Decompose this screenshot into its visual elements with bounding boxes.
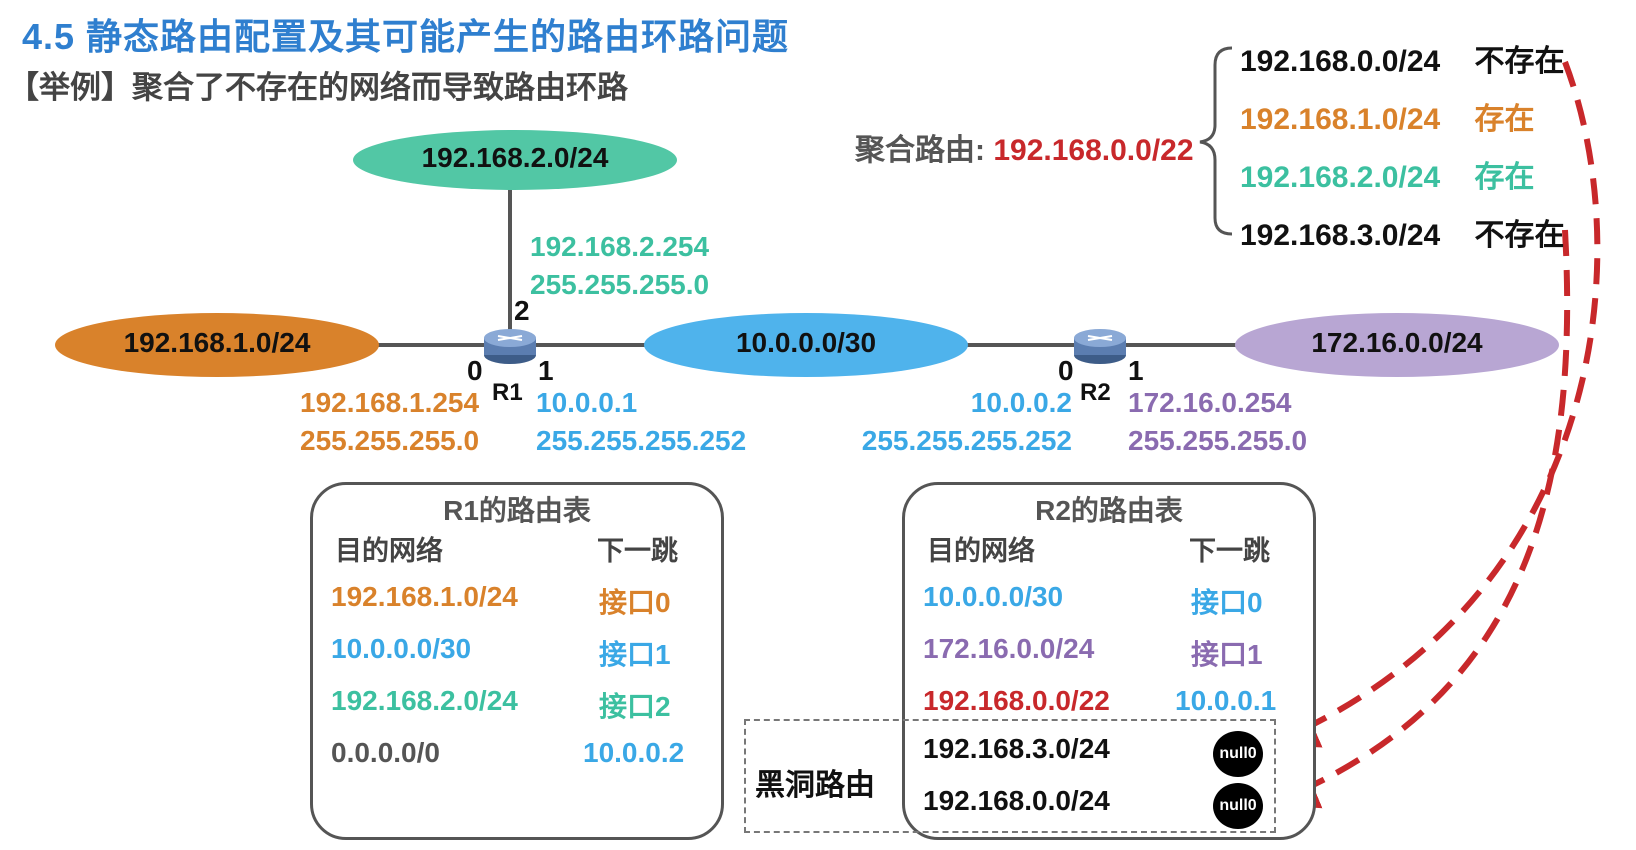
- r2-col-dest: 目的网络: [927, 536, 1035, 566]
- r1-if0-ip: 192.168.1.254: [300, 387, 480, 418]
- aggregate-item-net: 192.168.3.0/24: [1240, 219, 1441, 252]
- network-middle-label: 10.0.0.0/30: [735, 327, 877, 358]
- aggregate-brace: [1199, 46, 1233, 236]
- r1-row-3-dest: 0.0.0.0/0: [331, 737, 440, 768]
- router-r2-icon: [1074, 329, 1126, 364]
- r1-row-0-next: 接口0: [599, 587, 671, 618]
- aggregate-item-net: 192.168.2.0/24: [1240, 161, 1441, 194]
- aggregate-item-status: 存在: [1474, 103, 1535, 136]
- r2-row-1-dest: 172.16.0.0/24: [923, 633, 1095, 664]
- r2-row-1-next: 接口1: [1191, 639, 1263, 670]
- page-subtitle: 【举例】聚合了不存在的网络而导致路由环路: [8, 70, 628, 105]
- aggregate-item-0: 192.168.0.0/24 不存在: [1240, 36, 1565, 80]
- r1-if2-ip: 192.168.2.254: [530, 231, 710, 262]
- network-left-label: 192.168.1.0/24: [123, 327, 311, 358]
- r2-row-2-dest: 192.168.0.0/22: [923, 685, 1110, 716]
- r2-col-next: 下一跳: [1189, 536, 1270, 566]
- aggregate-item-status: 不存在: [1474, 45, 1565, 78]
- r2-row-3-dest: 192.168.3.0/24: [923, 733, 1110, 764]
- r2-row-4-dest: 192.168.0.0/24: [923, 785, 1110, 816]
- r1-row-3-next: 10.0.0.2: [583, 737, 685, 768]
- network-middle-ellipse: [644, 313, 968, 377]
- r1-interface-0-label: 0: [467, 355, 483, 386]
- r2-row-2-next: 10.0.0.1: [1175, 685, 1277, 716]
- aggregate-item-net: 192.168.0.0/24: [1240, 45, 1441, 78]
- r2-row-3-next: null0: [1213, 731, 1263, 777]
- r1-if1-ip: 10.0.0.1: [536, 387, 638, 418]
- r2-if0-mask: 255.255.255.252: [861, 425, 1072, 456]
- r1-table-title: R1的路由表: [443, 495, 591, 526]
- arrow-to-blackhole-3: [1268, 229, 1571, 809]
- r1-name: R1: [492, 379, 523, 406]
- r1-if0-mask: 255.255.255.0: [300, 425, 480, 456]
- r1-if1-mask: 255.255.255.252: [536, 425, 747, 456]
- r1-row-1-next: 接口1: [599, 639, 671, 670]
- network-right-ellipse: [1235, 313, 1559, 377]
- r2-routing-table: R2的路由表 目的网络 下一跳 10.0.0.0/30 接口0 172.16.0…: [902, 482, 1316, 840]
- network-left-ellipse: [55, 313, 379, 377]
- page-title: 4.5 静态路由配置及其可能产生的路由环路问题: [22, 16, 790, 57]
- aggregate-item-net: 192.168.1.0/24: [1240, 103, 1441, 136]
- r1-routing-table: R1的路由表 目的网络 下一跳 192.168.1.0/24 接口0 10.0.…: [310, 482, 724, 840]
- r1-if2-mask: 255.255.255.0: [530, 269, 710, 300]
- r2-interface-1-label: 1: [1128, 355, 1144, 386]
- aggregate-label: 聚合路由:: [855, 134, 985, 167]
- r1-col-dest: 目的网络: [335, 536, 443, 566]
- router-r1-icon: [484, 329, 536, 364]
- aggregate-item-status: 存在: [1474, 161, 1535, 194]
- r1-row-1-dest: 10.0.0.0/30: [331, 633, 472, 664]
- r2-interface-0-label: 0: [1058, 355, 1074, 386]
- r2-if1-mask: 255.255.255.0: [1128, 425, 1308, 456]
- blackhole-route-label: 黑洞路由: [755, 769, 875, 802]
- blackhole-route-box: [744, 719, 1276, 833]
- network-top-label: 192.168.2.0/24: [421, 142, 609, 173]
- aggregate-value: 192.168.0.0/22: [993, 134, 1194, 167]
- r2-if1-ip: 172.16.0.254: [1128, 387, 1292, 418]
- r2-row-4-next: null0: [1213, 783, 1263, 829]
- r2-table-title: R2的路由表: [1035, 495, 1183, 526]
- r2-row-0-next: 接口0: [1191, 587, 1263, 618]
- aggregate-item-2: 192.168.2.0/24 存在: [1240, 152, 1535, 196]
- r1-row-2-dest: 192.168.2.0/24: [331, 685, 518, 716]
- aggregate-item-3: 192.168.3.0/24 不存在: [1240, 210, 1565, 254]
- network-top-ellipse: [353, 130, 677, 190]
- r2-row-0-dest: 10.0.0.0/30: [923, 581, 1064, 612]
- r1-row-0-dest: 192.168.1.0/24: [331, 581, 518, 612]
- r1-interface-1-label: 1: [538, 355, 554, 386]
- arrow-to-blackhole-0: [1269, 60, 1601, 748]
- r2-if0-ip: 10.0.0.2: [970, 387, 1072, 418]
- r1-row-2-next: 接口2: [599, 691, 671, 722]
- r2-name: R2: [1080, 379, 1111, 406]
- aggregate-item-1: 192.168.1.0/24 存在: [1240, 94, 1535, 138]
- r1-interface-2-label: 2: [514, 295, 530, 326]
- r1-col-next: 下一跳: [597, 536, 678, 566]
- aggregate-item-status: 不存在: [1474, 219, 1565, 252]
- network-right-label: 172.16.0.0/24: [1311, 327, 1483, 358]
